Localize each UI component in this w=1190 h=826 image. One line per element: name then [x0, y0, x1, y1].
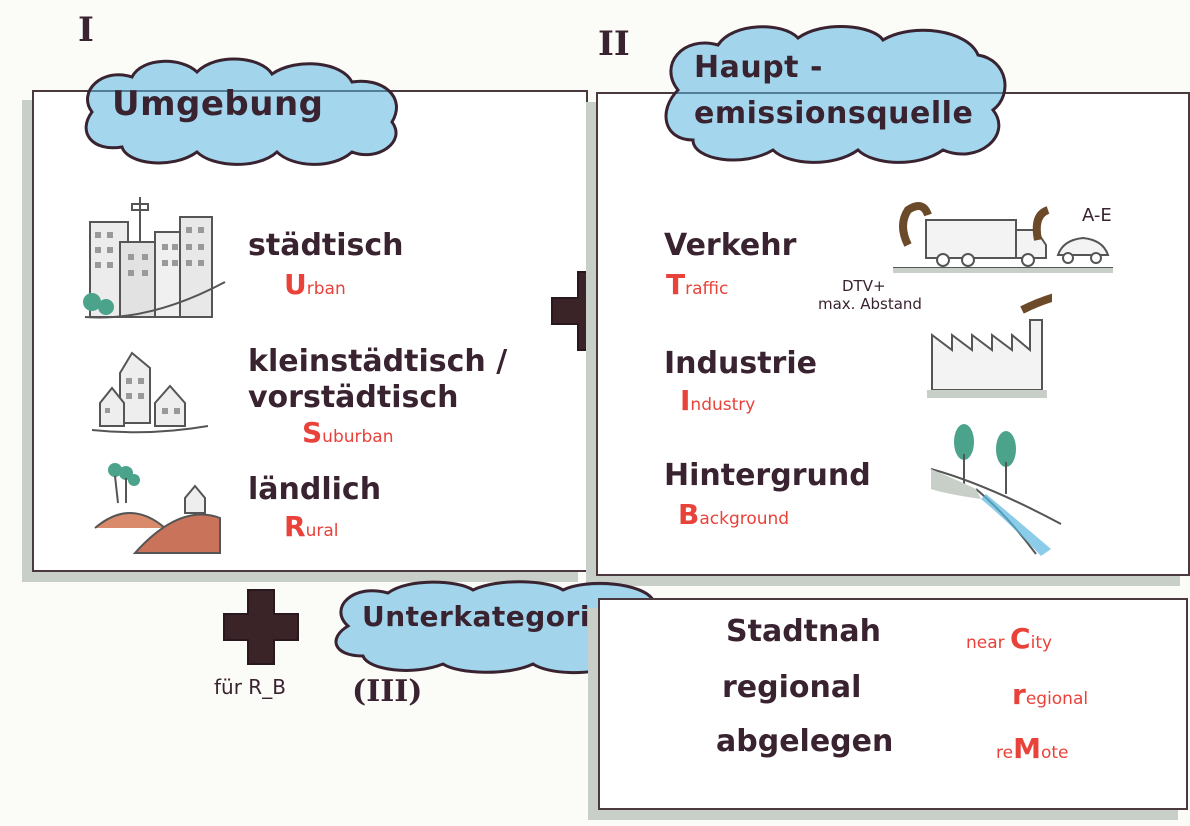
note-dtv-line2: max. Abstand — [818, 295, 922, 313]
trees-river-icon — [930, 424, 1062, 556]
label-industry: Industry — [680, 384, 756, 417]
label-urban: Urban — [284, 268, 346, 301]
traffic-truck-car-icon — [893, 202, 1113, 273]
label-traffic: Traffic — [666, 268, 729, 301]
label-regional-en: regional — [1012, 678, 1089, 711]
title-hauptemission-line2: emissionsquelle — [694, 96, 974, 131]
cloud-hauptemission — [664, 25, 1007, 164]
label-staedtisch: städtisch — [248, 228, 404, 263]
section-numeral-2: II — [598, 24, 630, 64]
label-abgelegen: abgelegen — [716, 724, 894, 759]
label-industrie: Industrie — [664, 346, 817, 381]
city-buildings-icon — [83, 197, 226, 319]
label-suburban: Suburban — [302, 416, 394, 449]
label-kleinstaedtisch: kleinstädtisch / — [248, 344, 508, 379]
label-hintergrund: Hintergrund — [664, 458, 871, 493]
panel-unterkategorie — [598, 598, 1188, 810]
title-hauptemission-line1: Haupt - — [694, 50, 823, 85]
panel-hauptemission — [596, 92, 1190, 576]
section-numeral-1: I — [78, 10, 94, 50]
note-dtv-line1: DTV+ — [842, 277, 886, 295]
small-town-icon — [91, 351, 209, 434]
title-unterkategorie: Unterkategorie — [362, 600, 610, 633]
label-near-city: near City — [966, 622, 1053, 655]
label-regional: regional — [722, 670, 862, 705]
plus-icon-2 — [223, 589, 299, 665]
cloud-umgebung — [84, 57, 398, 166]
label-stadtnah: Stadtnah — [726, 614, 881, 649]
label-rural: Rural — [284, 510, 339, 543]
note-fuer-rb: für R_B — [214, 675, 286, 699]
title-umgebung: Umgebung — [112, 84, 324, 124]
rural-hills-icon — [94, 463, 221, 554]
factory-icon — [927, 293, 1052, 398]
section-numeral-3: (III) — [352, 674, 423, 709]
label-laendlich: ländlich — [248, 472, 382, 507]
label-verkehr: Verkehr — [664, 228, 797, 263]
label-vorstaedtisch: vorstädtisch — [248, 380, 459, 415]
note-ae: A-E — [1082, 205, 1112, 226]
label-background: Background — [678, 498, 790, 531]
label-remote: reMote — [996, 732, 1069, 765]
panel-umgebung — [32, 90, 588, 572]
